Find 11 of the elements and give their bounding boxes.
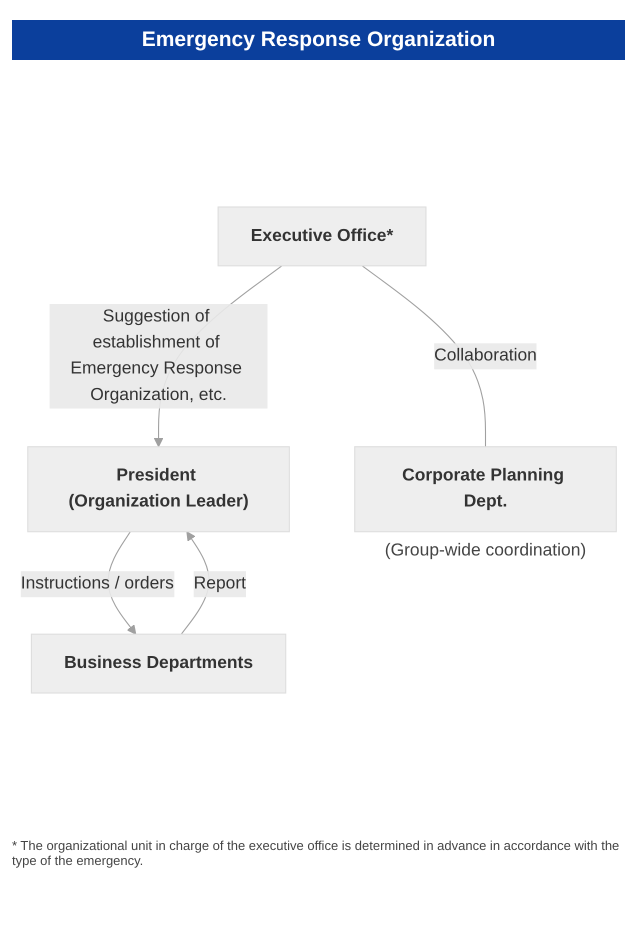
node-box: Corporate Planning Dept. [354, 446, 617, 532]
node-box: President (Organization Leader) [27, 446, 290, 532]
edge-label: Report [194, 574, 246, 593]
edge-label: Suggestion of establishment of Emergency Response Organization, etc. [70, 307, 242, 404]
title-banner: Emergency Response Organization [12, 20, 625, 60]
edge-label: Collaboration [434, 346, 537, 365]
node-box: Executive Office* [218, 206, 426, 266]
node-note: (Group-wide coordination) [384, 540, 586, 560]
edge-label: Instructions / orders [20, 574, 174, 593]
node-box: Business Departments [30, 634, 286, 694]
footnote: * The organizational unit in charge of the executive office is determined in advance in accordance with the type of the emergency. [12, 838, 620, 868]
